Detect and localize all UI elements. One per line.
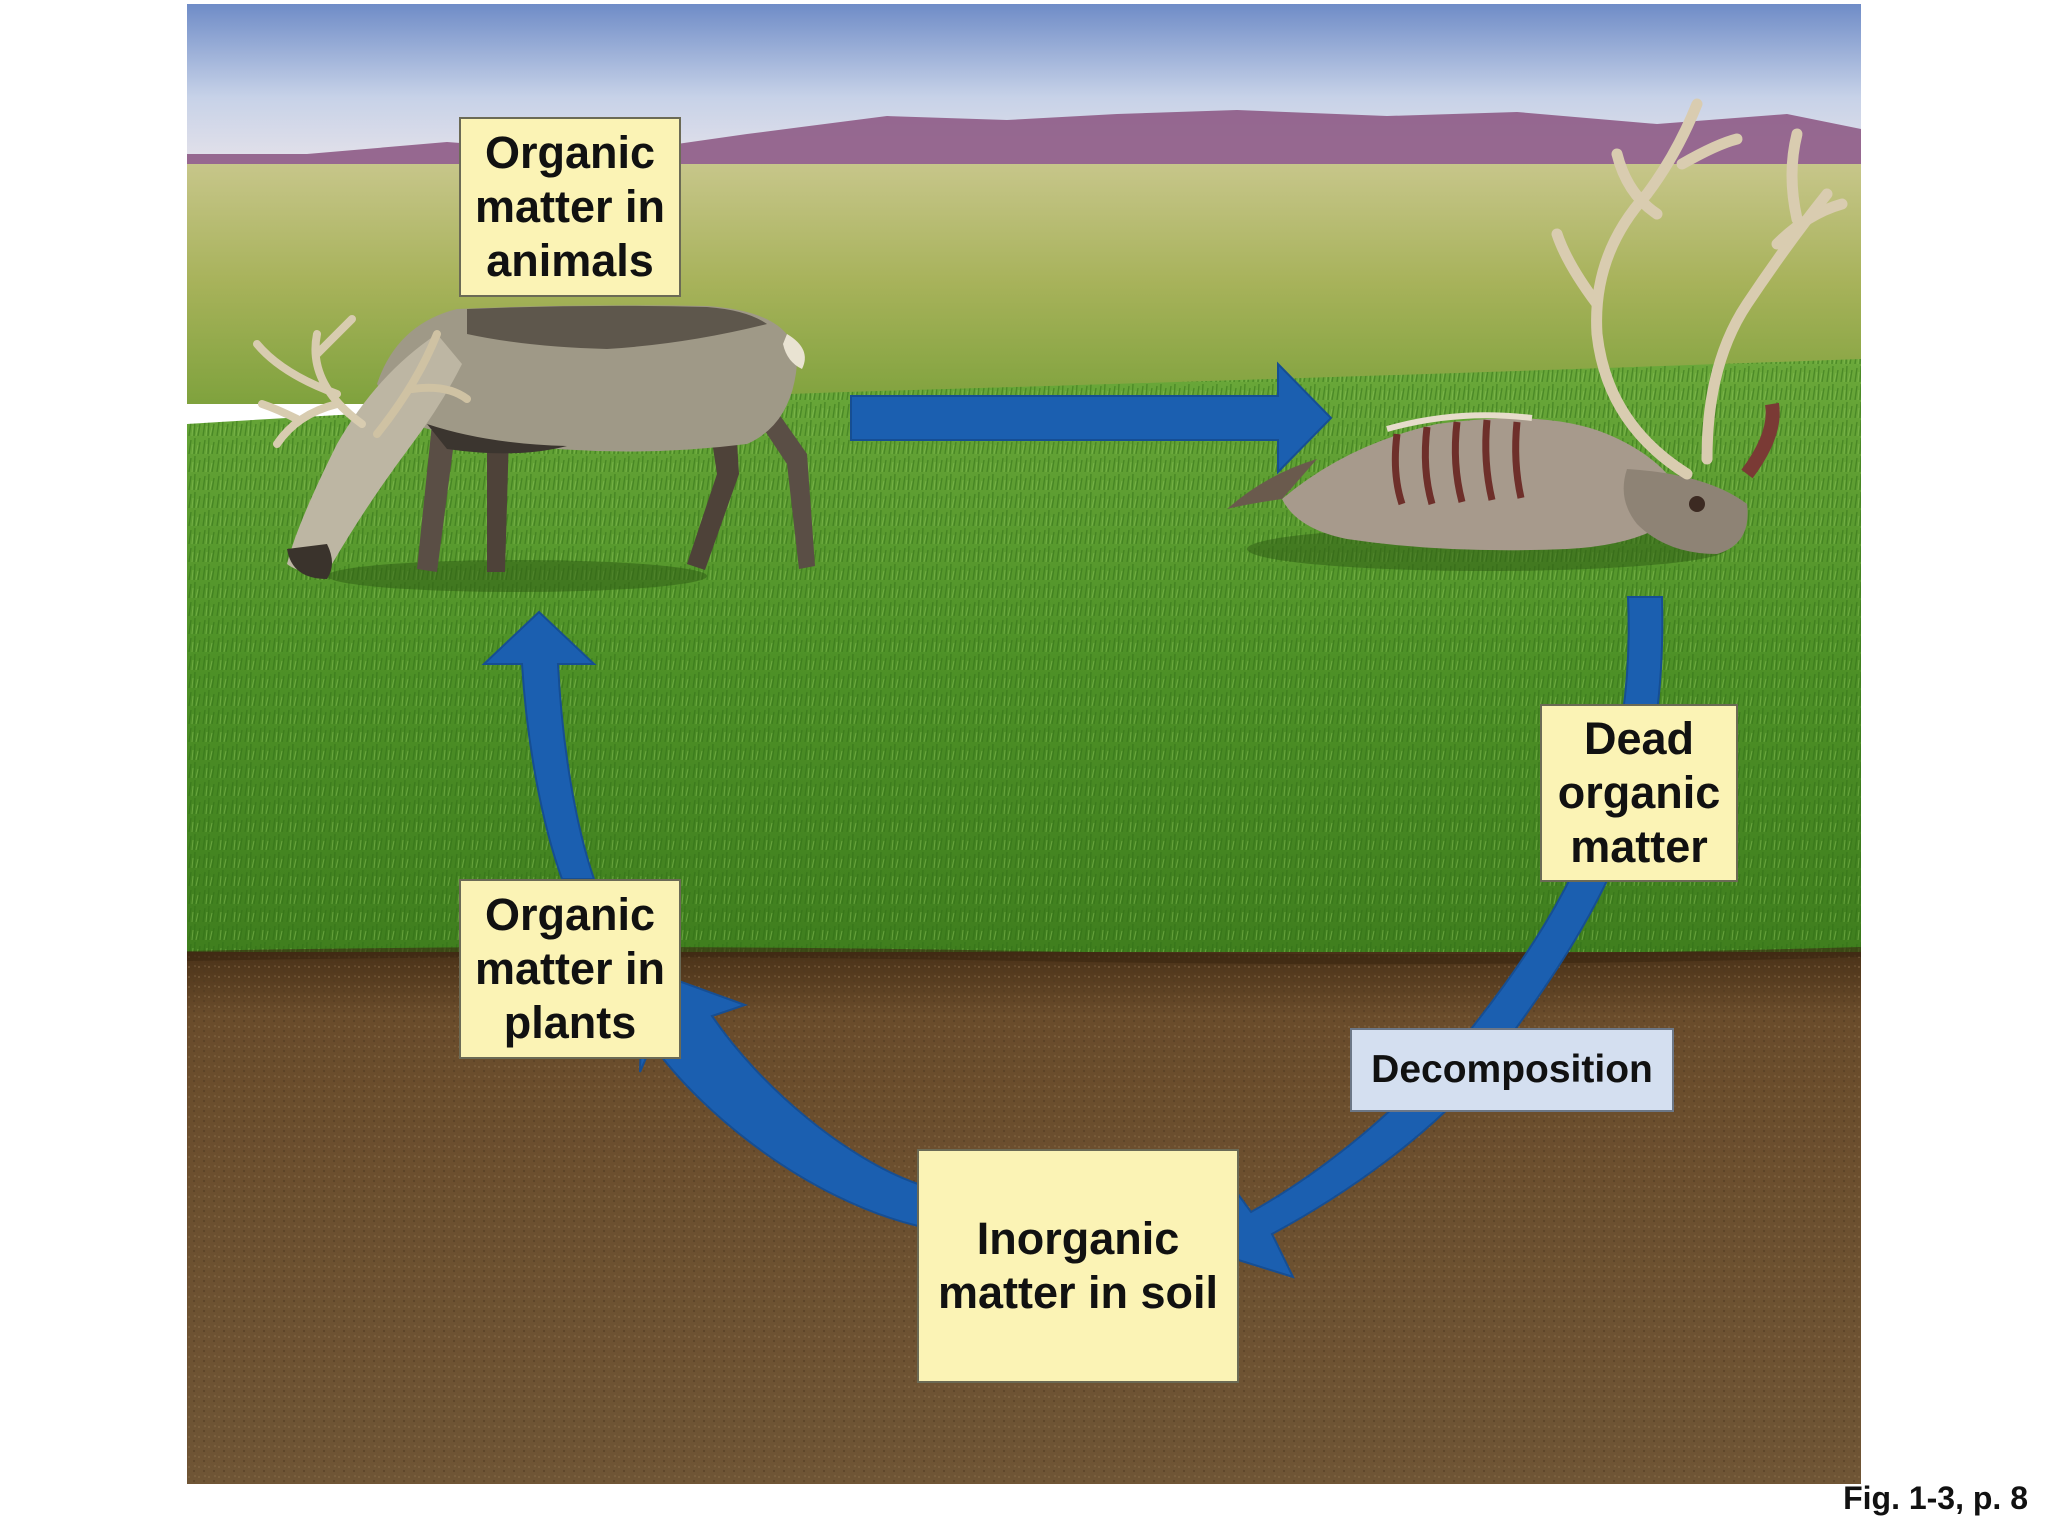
label-dead-organic-matter: Dead organic matter [1540, 704, 1738, 882]
label-inorganic-soil: Inorganic matter in soil [917, 1149, 1239, 1383]
dead-caribou [1227, 98, 1848, 571]
label-organic-animals: Organic matter in animals [459, 117, 681, 297]
arrow-animals-to-dead [850, 361, 1333, 475]
grazing-caribou [253, 305, 815, 592]
arrow-plants-to-animals [481, 610, 597, 880]
illustration-scene: Organic matter in animals Dead organic m… [187, 4, 1861, 1484]
figure-caption: Fig. 1-3, p. 8 [1843, 1480, 2028, 1516]
label-decomposition: Decomposition [1350, 1028, 1674, 1112]
label-organic-plants: Organic matter in plants [459, 879, 681, 1059]
